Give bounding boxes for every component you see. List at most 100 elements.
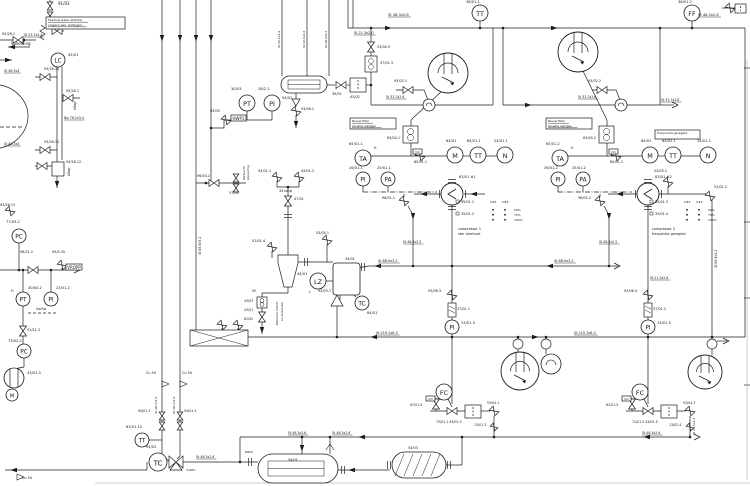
spec-flag-icon: [16, 473, 25, 481]
vessel-internals: [403, 453, 414, 477]
label: Aftap: [67, 168, 71, 176]
junction-dot: [204, 181, 208, 185]
flow-arrow: [613, 262, 621, 270]
label: St 48.3x2.5: [403, 240, 421, 244]
instrument-tag: 63/01.15: [126, 425, 142, 429]
label: 51/01.2: [714, 185, 727, 189]
arrow-icon: [208, 35, 214, 42]
pump-circle: [614, 98, 628, 112]
fan-detail: [513, 374, 527, 382]
open-arrow-icon: [693, 433, 701, 441]
valve-icon: [704, 190, 716, 202]
instrument-tag: 44/01: [297, 272, 307, 276]
tag-text: CO: [611, 150, 616, 154]
flow-arrow: [722, 337, 730, 345]
legend-dot: [698, 208, 700, 211]
label: Bw 76.1x3.4: [64, 116, 84, 120]
instrument-bubble-N: [699, 146, 717, 164]
label: St 48.3x2.6: [332, 431, 350, 435]
spec-flag-icon: [179, 380, 188, 388]
instrument-letters: TT: [668, 152, 677, 160]
instrument-letters: PI: [555, 178, 561, 184]
label: 93/26.11: [44, 140, 59, 144]
open-arrow-icon: [671, 101, 679, 109]
machine-glyph: [643, 188, 653, 200]
valve-icon: [398, 195, 410, 207]
instrument-tag: 23/01-5: [657, 321, 671, 325]
legend-glyph: [649, 199, 654, 204]
arrow-icon: [177, 35, 183, 42]
box-detail: [368, 58, 374, 64]
label: St 21.3x2.4: [692, 418, 696, 435]
label: 93/02.1: [394, 79, 407, 83]
label: 95: [252, 289, 256, 293]
junction-dot: [492, 435, 496, 439]
instrument-letters: PT: [243, 100, 251, 108]
tag-text: CO: [415, 150, 420, 154]
instrument-tag: 84/01: [367, 311, 377, 315]
label: 37/01.2: [653, 307, 666, 311]
valve-icon: [232, 173, 240, 183]
valve-icon: [489, 422, 499, 432]
shape-path: [277, 254, 299, 288]
valve-icon: [488, 405, 500, 417]
box-detail: [368, 64, 374, 70]
valve-icon: [257, 311, 267, 323]
instrument-letters: N: [706, 152, 711, 160]
valve-icon: [158, 421, 166, 431]
instrument-letters: PI: [449, 326, 455, 332]
instrument-letters: LZ: [314, 278, 323, 286]
compressor-fan: [687, 354, 723, 390]
label: St 33.7x3.4: [24, 33, 42, 37]
box-detail: [644, 309, 652, 314]
instrument-bubble-TA: [354, 149, 372, 167]
valve-icon: [208, 178, 220, 188]
box-detail: [407, 134, 414, 141]
label: 37/01.1: [457, 307, 470, 311]
label: St 33.7x2.8: [661, 98, 679, 102]
instrument-tag: 94/02: [146, 445, 156, 449]
label: St 48.3x2.8: [388, 13, 409, 17]
note-text: Nieuw filter: [352, 119, 370, 123]
arrow-icon: [159, 35, 165, 42]
vessel: [332, 262, 361, 296]
instrument-letters: M: [10, 393, 15, 399]
arrow-icon: [193, 35, 199, 42]
label: 51/01.4: [252, 239, 265, 243]
label: 94/01.3: [138, 409, 150, 413]
box-detail: [644, 305, 652, 310]
instrument-bubble-PT: [238, 94, 256, 112]
flow-arrow: [348, 467, 355, 473]
instrument-bubble-FC: [435, 383, 453, 401]
junction-dot: [369, 26, 373, 30]
label: 53/04.3: [683, 401, 695, 405]
legend-pct: 75%: [514, 213, 521, 217]
flow-arrow: [693, 433, 701, 441]
box-detail: [448, 305, 456, 310]
label: St 88.9x3.2: [554, 259, 574, 263]
flow-arrow: [410, 213, 416, 220]
valve-icon: [271, 171, 283, 183]
instrument-tag: 26/01.1: [349, 166, 363, 170]
instrument-bubble-PT: [15, 291, 31, 307]
instrument-letters: TT: [137, 439, 145, 445]
label: 53/04.1: [487, 401, 499, 405]
legend-col: C#2: [696, 200, 703, 204]
vessel-internals: [421, 453, 432, 477]
legend-row: 35/01.4: [655, 212, 668, 216]
label: St 33.7x2.6: [578, 95, 596, 99]
label: 53/04.5: [377, 45, 390, 49]
instrument-letters: M: [647, 152, 653, 160]
label: Vulleiding: [11, 41, 31, 46]
arrow-icon: [5, 57, 12, 63]
valve-icon: [402, 85, 414, 95]
instrument-tag: 36/01-1: [466, 0, 480, 4]
shape-path: [291, 98, 301, 107]
legend-glyph: [455, 199, 460, 204]
note-box: [349, 117, 397, 130]
label: St 48.3x2.6: [154, 397, 158, 414]
arrow-icon: [10, 467, 17, 473]
label: 87/01.5: [410, 403, 422, 407]
label: 47/01: [294, 197, 304, 201]
